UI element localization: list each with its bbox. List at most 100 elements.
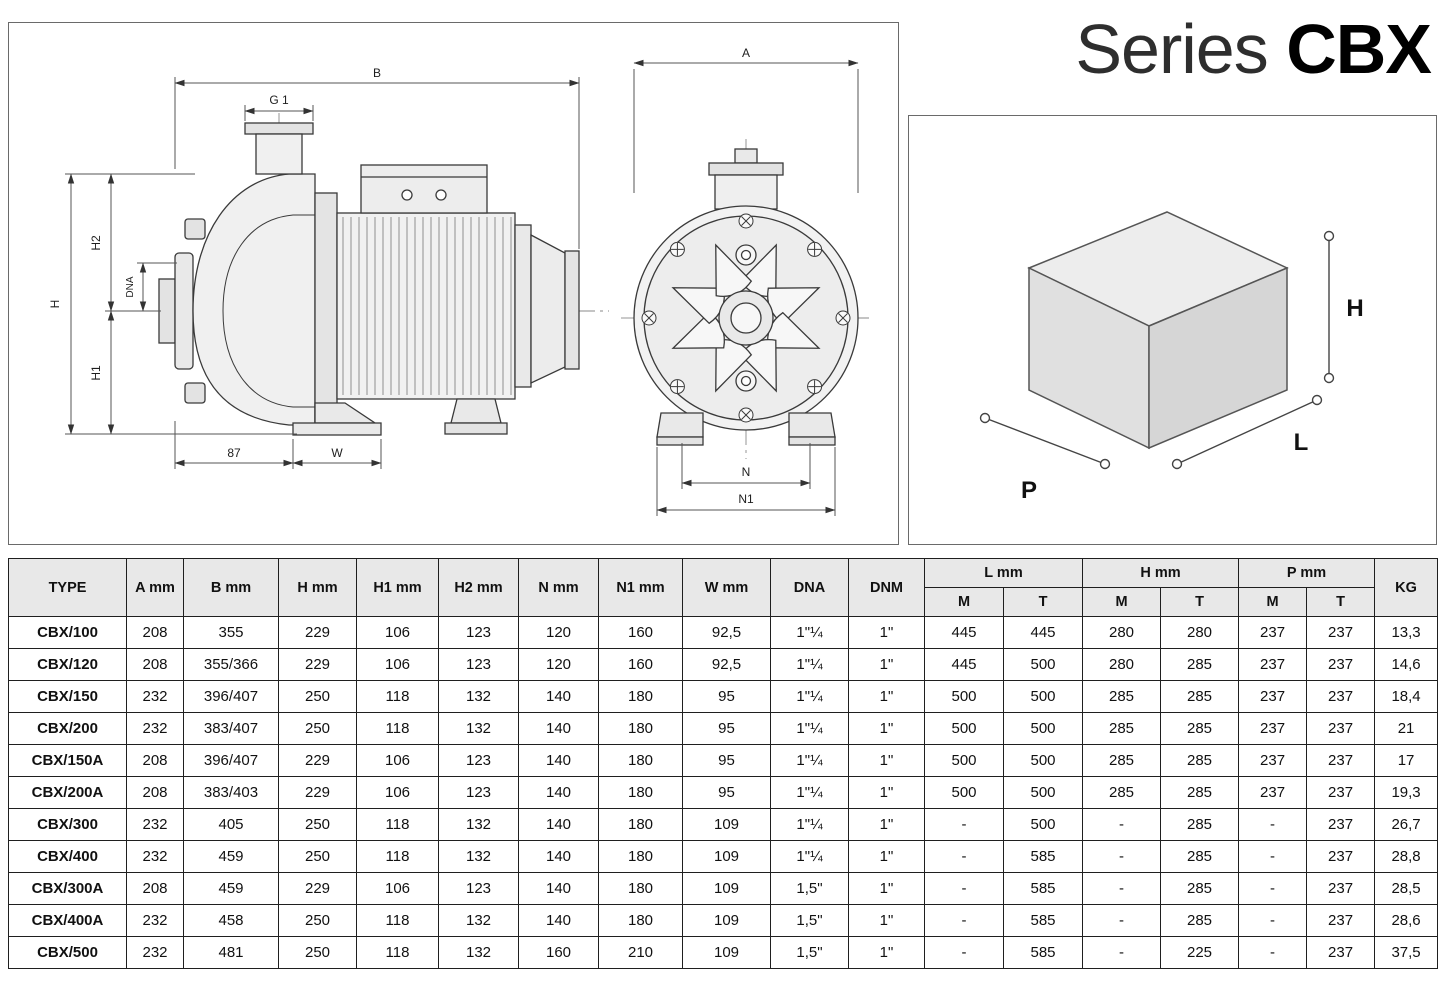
dim-label-h: H <box>48 300 62 309</box>
dimension-value-cell: 208 <box>126 872 184 905</box>
dimension-value-cell: 237 <box>1238 680 1308 713</box>
dimension-value-cell: 1"¼ <box>770 808 849 841</box>
pump-type-cell: CBX/200 <box>8 712 127 745</box>
dimension-value-cell: 180 <box>598 712 683 745</box>
sub-header-p-m: M <box>1238 587 1308 617</box>
dimension-value-cell: 500 <box>924 712 1004 745</box>
dimension-value-cell: - <box>924 936 1004 969</box>
pump-type-cell: CBX/500 <box>8 936 127 969</box>
dimension-value-cell: 237 <box>1238 776 1308 809</box>
dimension-value-cell: 132 <box>438 904 519 937</box>
motor-body <box>336 212 516 400</box>
col-header-kg: KG <box>1374 558 1439 617</box>
dimension-value-cell: 500 <box>924 680 1004 713</box>
dimension-value-cell: 405 <box>183 808 279 841</box>
sub-header-p-t: T <box>1306 587 1376 617</box>
dimension-value-cell: 123 <box>438 648 519 681</box>
dimension-value-cell: 355 <box>183 616 279 649</box>
dimension-value-cell: 123 <box>438 616 519 649</box>
suction-flange <box>158 278 176 344</box>
dimension-value-cell: 237 <box>1306 904 1376 937</box>
dimension-value-cell: 285 <box>1082 712 1162 745</box>
dimension-value-cell: 285 <box>1160 904 1240 937</box>
dimension-value-cell: 120 <box>518 648 599 681</box>
side-view-dimensions <box>65 77 580 469</box>
dimension-value-cell: 118 <box>356 808 439 841</box>
dimension-value-cell: 1" <box>848 904 925 937</box>
dimension-value-cell: 140 <box>518 904 599 937</box>
dimension-value-cell: 14,6 <box>1374 648 1439 681</box>
series-title-light: Series <box>1075 10 1268 88</box>
dimension-value-cell: 500 <box>1002 744 1084 777</box>
dimension-value-cell: 237 <box>1306 616 1376 649</box>
dimension-value-cell: 180 <box>598 904 683 937</box>
dimension-value-cell: 109 <box>682 840 771 873</box>
pump-type-cell: CBX/300A <box>8 872 127 905</box>
dimension-value-cell: 1" <box>848 744 925 777</box>
dimension-value-cell: 28,8 <box>1374 840 1439 873</box>
dimension-value-cell: 26,7 <box>1374 808 1439 841</box>
col-header-h: H mm <box>278 558 357 617</box>
dimension-value-cell: 109 <box>682 936 771 969</box>
dim-label-87: 87 <box>227 446 241 460</box>
dimension-value-cell: 237 <box>1306 808 1376 841</box>
dimension-value-cell: 28,5 <box>1374 872 1439 905</box>
dimension-value-cell: 106 <box>356 648 439 681</box>
dimension-value-cell: 280 <box>1160 616 1240 649</box>
cube-label-l: L <box>1294 429 1309 456</box>
dimension-value-cell: 500 <box>1002 680 1084 713</box>
group-header-h-mm: H mm <box>1082 558 1240 588</box>
dimension-value-cell: 95 <box>682 680 771 713</box>
header-row-2: M T M T M T <box>9 587 1438 617</box>
front-bolts <box>641 213 851 423</box>
dimension-value-cell: 237 <box>1238 616 1308 649</box>
pump-front-view <box>621 139 871 459</box>
dimension-value-cell: 585 <box>1002 904 1084 937</box>
dimension-value-cell: 1" <box>848 936 925 969</box>
dimension-value-cell: 208 <box>126 744 184 777</box>
dimension-value-cell: 109 <box>682 808 771 841</box>
dimension-value-cell: 132 <box>438 712 519 745</box>
front-terminal-tab <box>734 148 758 164</box>
dimension-value-cell: 13,3 <box>1374 616 1439 649</box>
cube-dimension-lines <box>979 230 1335 470</box>
dimension-value-cell: 140 <box>518 808 599 841</box>
dimension-value-cell: 1"¼ <box>770 712 849 745</box>
dimension-value-cell: - <box>1082 840 1162 873</box>
dimension-value-cell: 285 <box>1160 776 1240 809</box>
dimension-value-cell: 1"¼ <box>770 648 849 681</box>
pump-type-cell: CBX/100 <box>8 616 127 649</box>
dimension-value-cell: 500 <box>1002 808 1084 841</box>
dimension-value-cell: 1"¼ <box>770 840 849 873</box>
dim-label-h2: H2 <box>89 235 103 251</box>
dimension-value-cell: 237 <box>1238 712 1308 745</box>
pump-support <box>314 402 378 424</box>
sub-header-h-t: T <box>1160 587 1240 617</box>
series-title-bold: CBX <box>1286 10 1432 88</box>
dimension-value-cell: 500 <box>924 744 1004 777</box>
dimension-value-cell: 19,3 <box>1374 776 1439 809</box>
dimension-value-cell: 118 <box>356 712 439 745</box>
dimension-value-cell: 225 <box>1160 936 1240 969</box>
dimension-value-cell: 285 <box>1160 840 1240 873</box>
dimension-value-cell: 232 <box>126 936 184 969</box>
dimension-value-cell: 237 <box>1306 648 1376 681</box>
dimension-value-cell: 396/407 <box>183 680 279 713</box>
dimension-value-cell: 232 <box>126 712 184 745</box>
col-header-n1: N1 mm <box>598 558 683 617</box>
dimension-value-cell: 123 <box>438 744 519 777</box>
dimension-value-cell: 180 <box>598 744 683 777</box>
dimension-value-cell: 1" <box>848 872 925 905</box>
dimension-value-cell: 458 <box>183 904 279 937</box>
dimension-value-cell: 109 <box>682 904 771 937</box>
col-header-h1: H1 mm <box>356 558 439 617</box>
dimension-value-cell: 120 <box>518 616 599 649</box>
dimension-value-cell: 132 <box>438 808 519 841</box>
dimension-value-cell: 285 <box>1160 744 1240 777</box>
dimension-value-cell: 208 <box>126 776 184 809</box>
dimension-value-cell: - <box>1082 936 1162 969</box>
pump-casing <box>192 173 316 426</box>
